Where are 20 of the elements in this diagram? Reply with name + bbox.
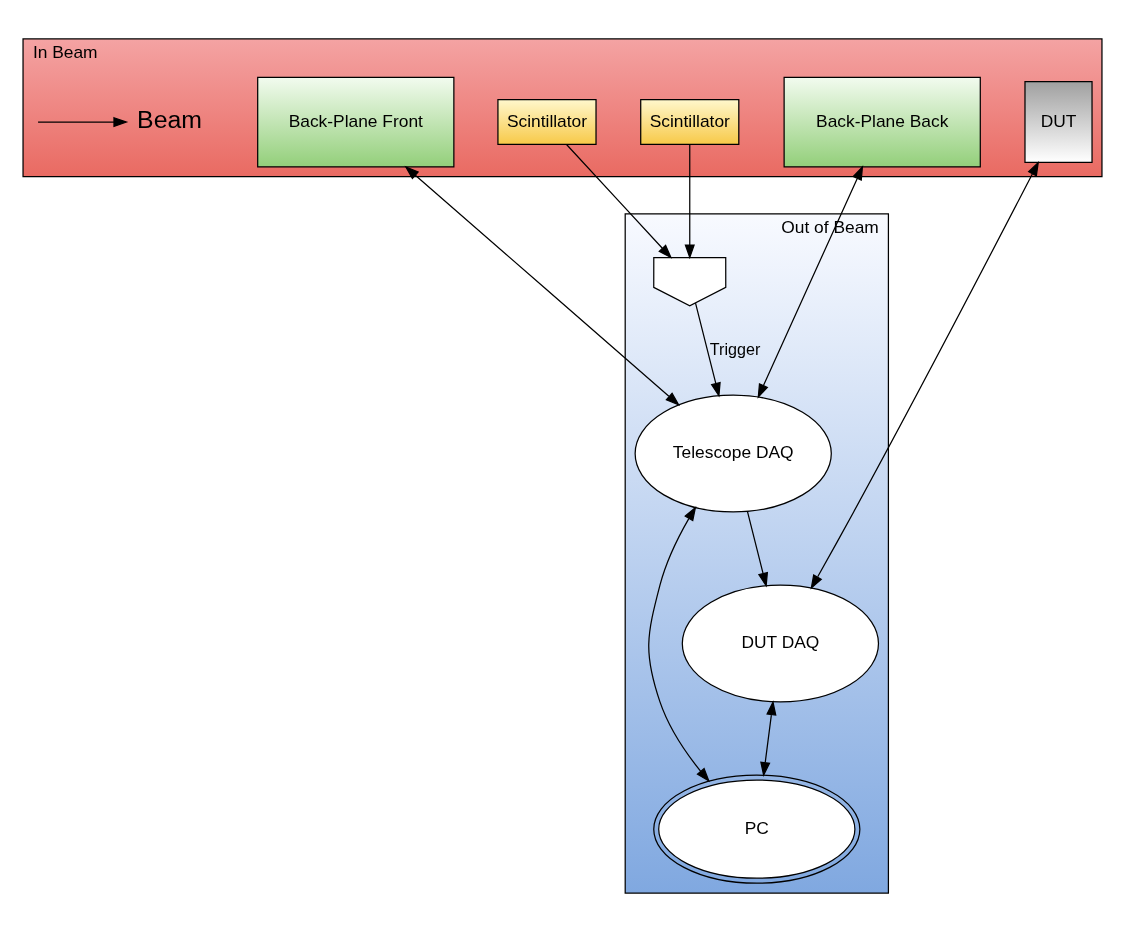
edge-label: Trigger — [709, 339, 761, 358]
node-box: Back-Plane Front — [257, 76, 455, 168]
arrow — [37, 116, 129, 128]
arrow — [684, 143, 695, 260]
node-box: Scintillator — [497, 99, 597, 146]
arrow — [757, 165, 864, 399]
node-ellipse: PC — [653, 774, 861, 884]
arrow — [746, 510, 769, 588]
arrow — [648, 506, 710, 783]
node-text: Beam — [137, 106, 202, 134]
arrow — [760, 700, 777, 777]
arrow — [404, 165, 680, 406]
arrow — [565, 143, 673, 259]
arrow — [810, 161, 1040, 590]
node-box: Scintillator — [640, 99, 740, 146]
node-box: DUT — [1024, 81, 1093, 164]
node-gate — [653, 256, 727, 307]
arrow — [694, 302, 721, 398]
node-ellipse: DUT DAQ — [681, 584, 880, 703]
node-box: Back-Plane Back — [783, 76, 981, 168]
